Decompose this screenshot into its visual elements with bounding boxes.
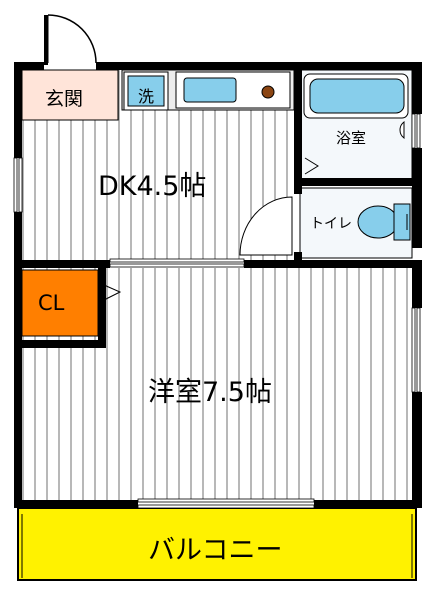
closet-area <box>21 269 99 337</box>
toilet-room <box>299 187 413 259</box>
western-room-label: 洋室7.5帖 <box>148 377 272 408</box>
balcony-area <box>17 507 417 581</box>
washer-label: 洗 <box>138 87 155 106</box>
bath-label: 浴室 <box>336 129 367 147</box>
balcony-window <box>137 498 315 509</box>
sliding-door-dk <box>109 258 245 268</box>
balcony-label: バルコニー <box>148 535 283 566</box>
dk-label: DK4.5帖 <box>98 171 207 202</box>
bathroom <box>299 69 413 181</box>
walls <box>14 62 422 508</box>
side-windows <box>13 113 421 393</box>
kitchen-counter <box>121 69 295 111</box>
entrance-label: 玄関 <box>45 88 84 110</box>
entrance-area <box>21 69 119 121</box>
toilet-door <box>239 196 293 256</box>
closet-label: CL <box>38 291 65 315</box>
entry-door <box>44 14 97 65</box>
toilet-label: トイレ <box>310 216 352 232</box>
